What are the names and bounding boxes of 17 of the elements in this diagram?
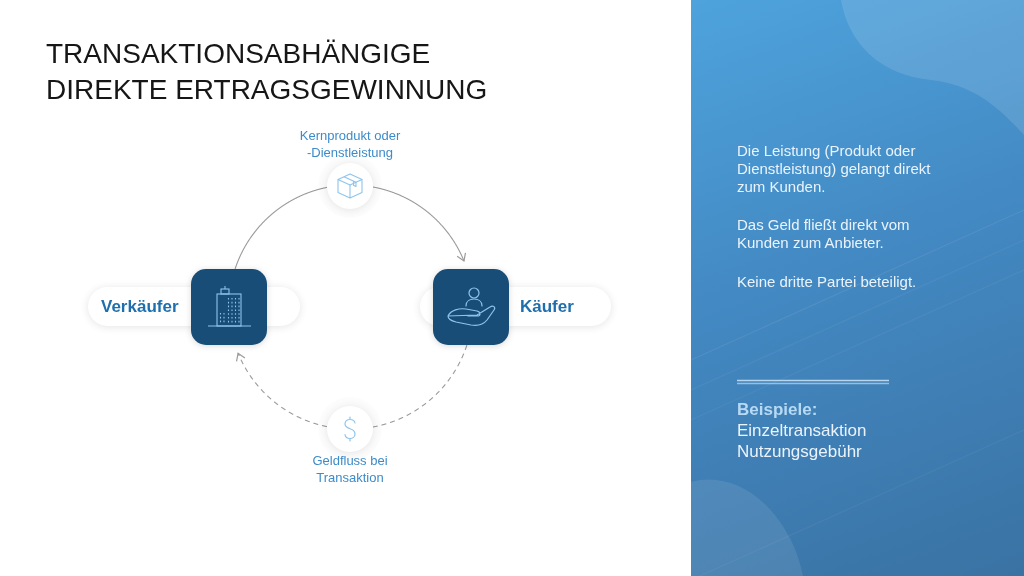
arrow (235, 352, 328, 428)
examples-heading: Beispiele: (737, 399, 818, 420)
arrow (372, 186, 467, 262)
connector-line (372, 344, 468, 428)
description-text: Keine dritte Partei beteiligt. (737, 273, 918, 291)
slide-title: TRANSAKTIONSABHÄNGIGE DIREKTE ERTRAGSGEWINNUNG (46, 37, 489, 107)
icon-circle (327, 163, 373, 209)
description-text: Die Leistung (Produkt oder Dienstleistung) gelangt direkt zum Kunden. (737, 142, 932, 196)
example-item: Einzeltransaktion (737, 420, 867, 441)
connector-line (234, 186, 328, 270)
node-label: Käufer (520, 296, 574, 318)
description-text: Das Geld fließt direkt vom Kunden zum Anbieter. (737, 216, 911, 252)
node-caption: Kernprodukt oder -Dienstleistung (298, 127, 402, 161)
node-caption: Geldfluss bei Transaktion (311, 452, 389, 486)
node-label: Verkäufer (101, 296, 179, 318)
icon-circle (327, 406, 373, 452)
example-item: Nutzungsgebühr (737, 441, 862, 462)
